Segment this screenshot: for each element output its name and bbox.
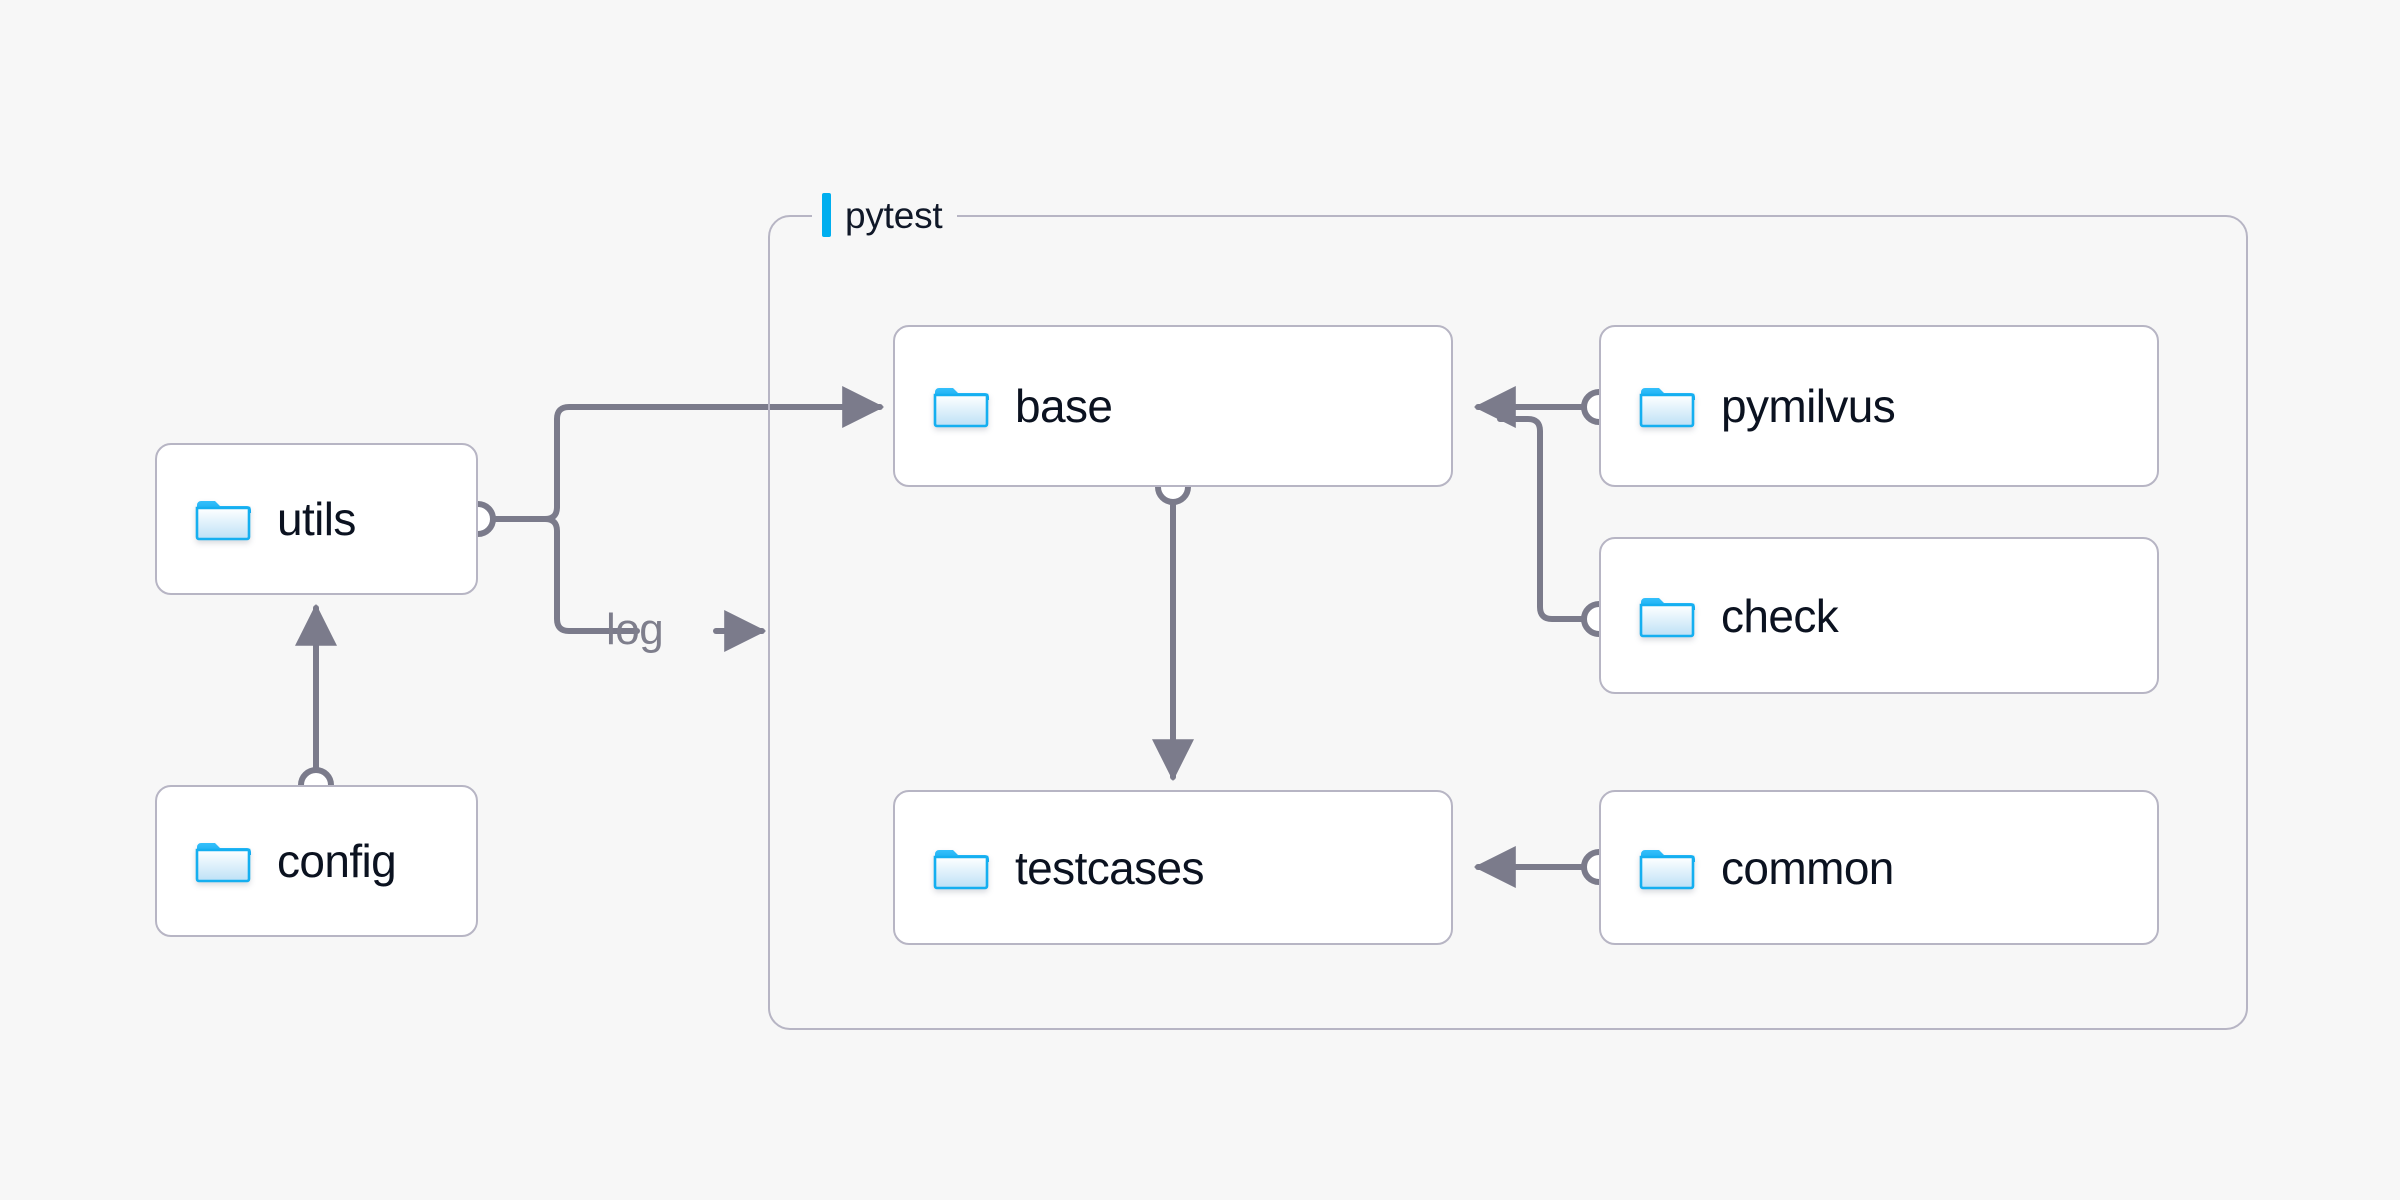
folder-icon	[1639, 388, 1695, 428]
folder-icon	[1639, 597, 1695, 637]
group-pytest	[768, 215, 2248, 1030]
node-common-label: common	[1721, 841, 1894, 894]
group-accent-bar	[822, 193, 831, 237]
folder-icon	[195, 843, 251, 883]
node-utils-label: utils	[277, 493, 356, 545]
folder-icon	[933, 388, 989, 428]
node-testcases[interactable]: testcases	[893, 790, 1453, 945]
node-base[interactable]: base	[893, 325, 1453, 487]
group-title-text: pytest	[845, 194, 943, 236]
node-base-label: base	[1015, 380, 1113, 432]
node-pymilvus[interactable]: pymilvus	[1599, 325, 2159, 487]
node-utils[interactable]: utils	[155, 443, 478, 595]
node-check[interactable]: check	[1599, 537, 2159, 694]
edge-label-log: log	[606, 605, 664, 654]
node-check-label: check	[1721, 589, 1839, 642]
folder-icon	[195, 501, 251, 541]
group-pytest-label: pytest	[812, 192, 957, 238]
node-common[interactable]: common	[1599, 790, 2159, 945]
node-config-label: config	[277, 835, 397, 887]
folder-icon	[1639, 849, 1695, 889]
node-pymilvus-label: pymilvus	[1721, 380, 1896, 432]
node-config[interactable]: config	[155, 785, 478, 937]
folder-icon	[933, 849, 989, 889]
node-testcases-label: testcases	[1015, 841, 1205, 894]
